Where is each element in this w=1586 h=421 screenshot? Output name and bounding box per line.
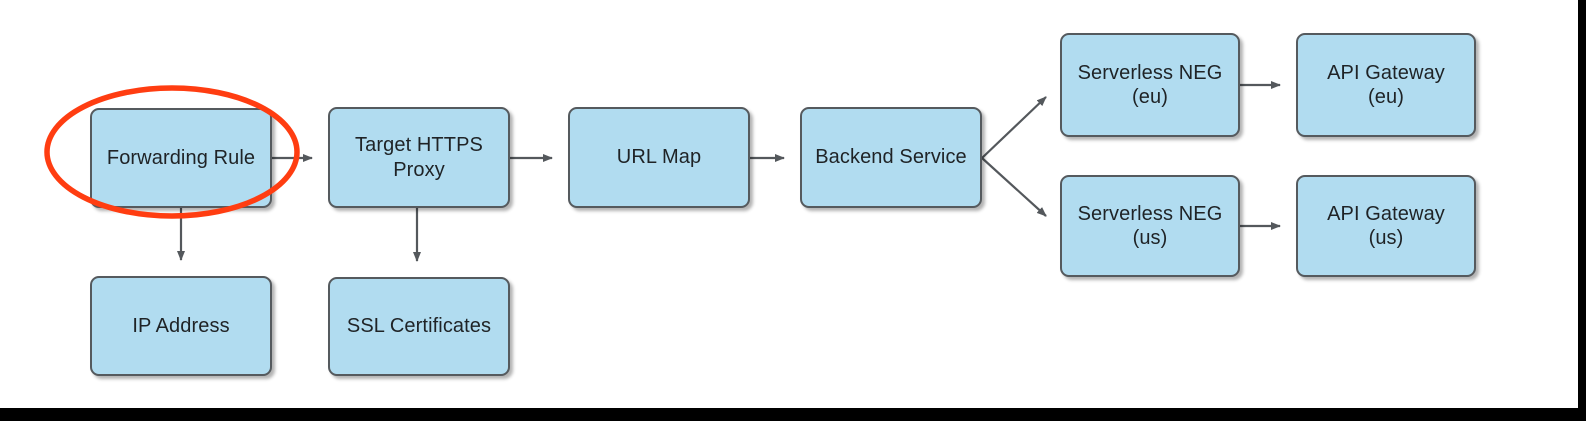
node-forwarding-rule[interactable]: Forwarding Rule bbox=[90, 108, 272, 208]
node-target-https-proxy[interactable]: Target HTTPS Proxy bbox=[328, 107, 510, 208]
node-ip-address[interactable]: IP Address bbox=[90, 276, 272, 376]
node-api-gateway-us-label: API Gateway (us) bbox=[1327, 202, 1445, 249]
node-api-gateway-eu-label: API Gateway (eu) bbox=[1327, 61, 1445, 108]
node-url-map[interactable]: URL Map bbox=[568, 107, 750, 208]
node-ssl-certificates[interactable]: SSL Certificates bbox=[328, 277, 510, 376]
node-serverless-neg-eu[interactable]: Serverless NEG (eu) bbox=[1060, 33, 1240, 137]
node-api-gateway-us[interactable]: API Gateway (us) bbox=[1296, 175, 1476, 277]
frame-bar-bottom bbox=[0, 408, 1586, 421]
node-serverless-neg-eu-label: Serverless NEG (eu) bbox=[1077, 61, 1223, 108]
node-ssl-certificates-label: SSL Certificates bbox=[346, 315, 492, 338]
node-backend-service[interactable]: Backend Service bbox=[800, 107, 982, 208]
diagram-surface[interactable]: Forwarding Rule Target HTTPS Proxy URL M… bbox=[0, 0, 1578, 408]
node-serverless-neg-us[interactable]: Serverless NEG (us) bbox=[1060, 175, 1240, 277]
frame-bar-right bbox=[1578, 0, 1586, 421]
node-ip-address-label: IP Address bbox=[132, 314, 230, 337]
node-backend-service-label: Backend Service bbox=[815, 146, 967, 169]
node-serverless-neg-us-label: Serverless NEG (us) bbox=[1077, 202, 1223, 249]
edge-backend-service-to-serverless-neg-us bbox=[981, 157, 1047, 217]
edge-backend-service-to-serverless-neg-eu bbox=[981, 96, 1047, 159]
node-target-https-proxy-label: Target HTTPS Proxy bbox=[355, 134, 483, 181]
node-api-gateway-eu[interactable]: API Gateway (eu) bbox=[1296, 33, 1476, 137]
node-forwarding-rule-label: Forwarding Rule bbox=[106, 146, 256, 169]
node-url-map-label: URL Map bbox=[616, 146, 702, 169]
